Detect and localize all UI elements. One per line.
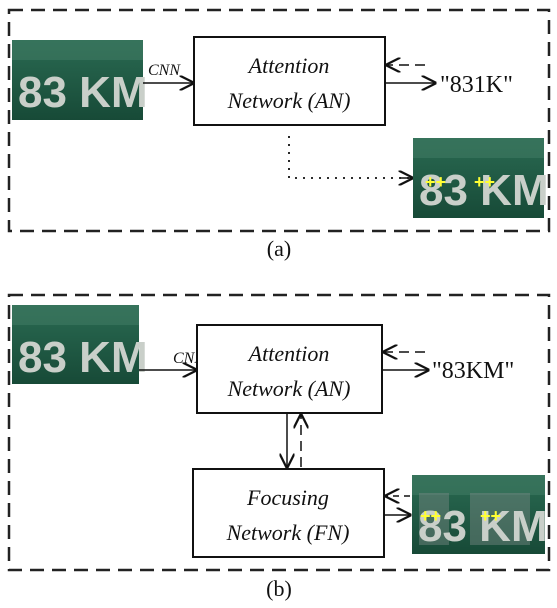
panel-b-attention-mark: ++ <box>420 506 441 526</box>
panel-b-attention-mark: ++ <box>480 506 501 526</box>
panel-b-plate-text: 83 KM <box>18 333 148 382</box>
panel-b-output-text: "83KM" <box>432 358 514 384</box>
panel-b-caption: (b) <box>266 576 292 601</box>
panel-a-attention-mark: ++ <box>474 172 495 192</box>
panel-a-output-text: "831K" <box>440 72 513 98</box>
panel-a-attention-line2: Network (AN) <box>227 88 351 113</box>
panel-a-attention-image: 83 KM ++ ++ <box>413 138 549 218</box>
panel-a-attention-box <box>193 36 386 126</box>
panel-a-attention-line1: Attention <box>247 53 330 78</box>
panel-a-attention-mark: ++ <box>425 172 446 192</box>
panel-a-dotted-path <box>288 136 410 179</box>
panel-b-attention-line2: Network (AN) <box>227 376 351 401</box>
panel-a-cnn-label: CNN <box>148 62 181 79</box>
panel-b-focused-image: 83 KM ++ ++ <box>412 475 548 554</box>
panel-a-caption: (a) <box>267 236 291 261</box>
panel-b-attention-line1: Attention <box>247 341 330 366</box>
panel-b-focusing-line2: Network (FN) <box>226 520 350 545</box>
panel-a-frame <box>7 8 551 233</box>
panel-b-input-image: 83 KM <box>12 305 148 384</box>
panel-b-frame <box>7 293 551 572</box>
panel-a-input-image: 83 KM <box>12 40 148 120</box>
panel-a-attn-plate-text: 83 KM <box>419 166 549 215</box>
panel-b-attention-box <box>196 324 383 414</box>
panel-b-focusing-line1: Focusing <box>246 485 329 510</box>
panel-b-focusing-box <box>192 468 385 558</box>
panel-b-focused-plate-text: 83 KM <box>418 502 548 551</box>
panel-a-plate-text: 83 KM <box>18 68 148 117</box>
